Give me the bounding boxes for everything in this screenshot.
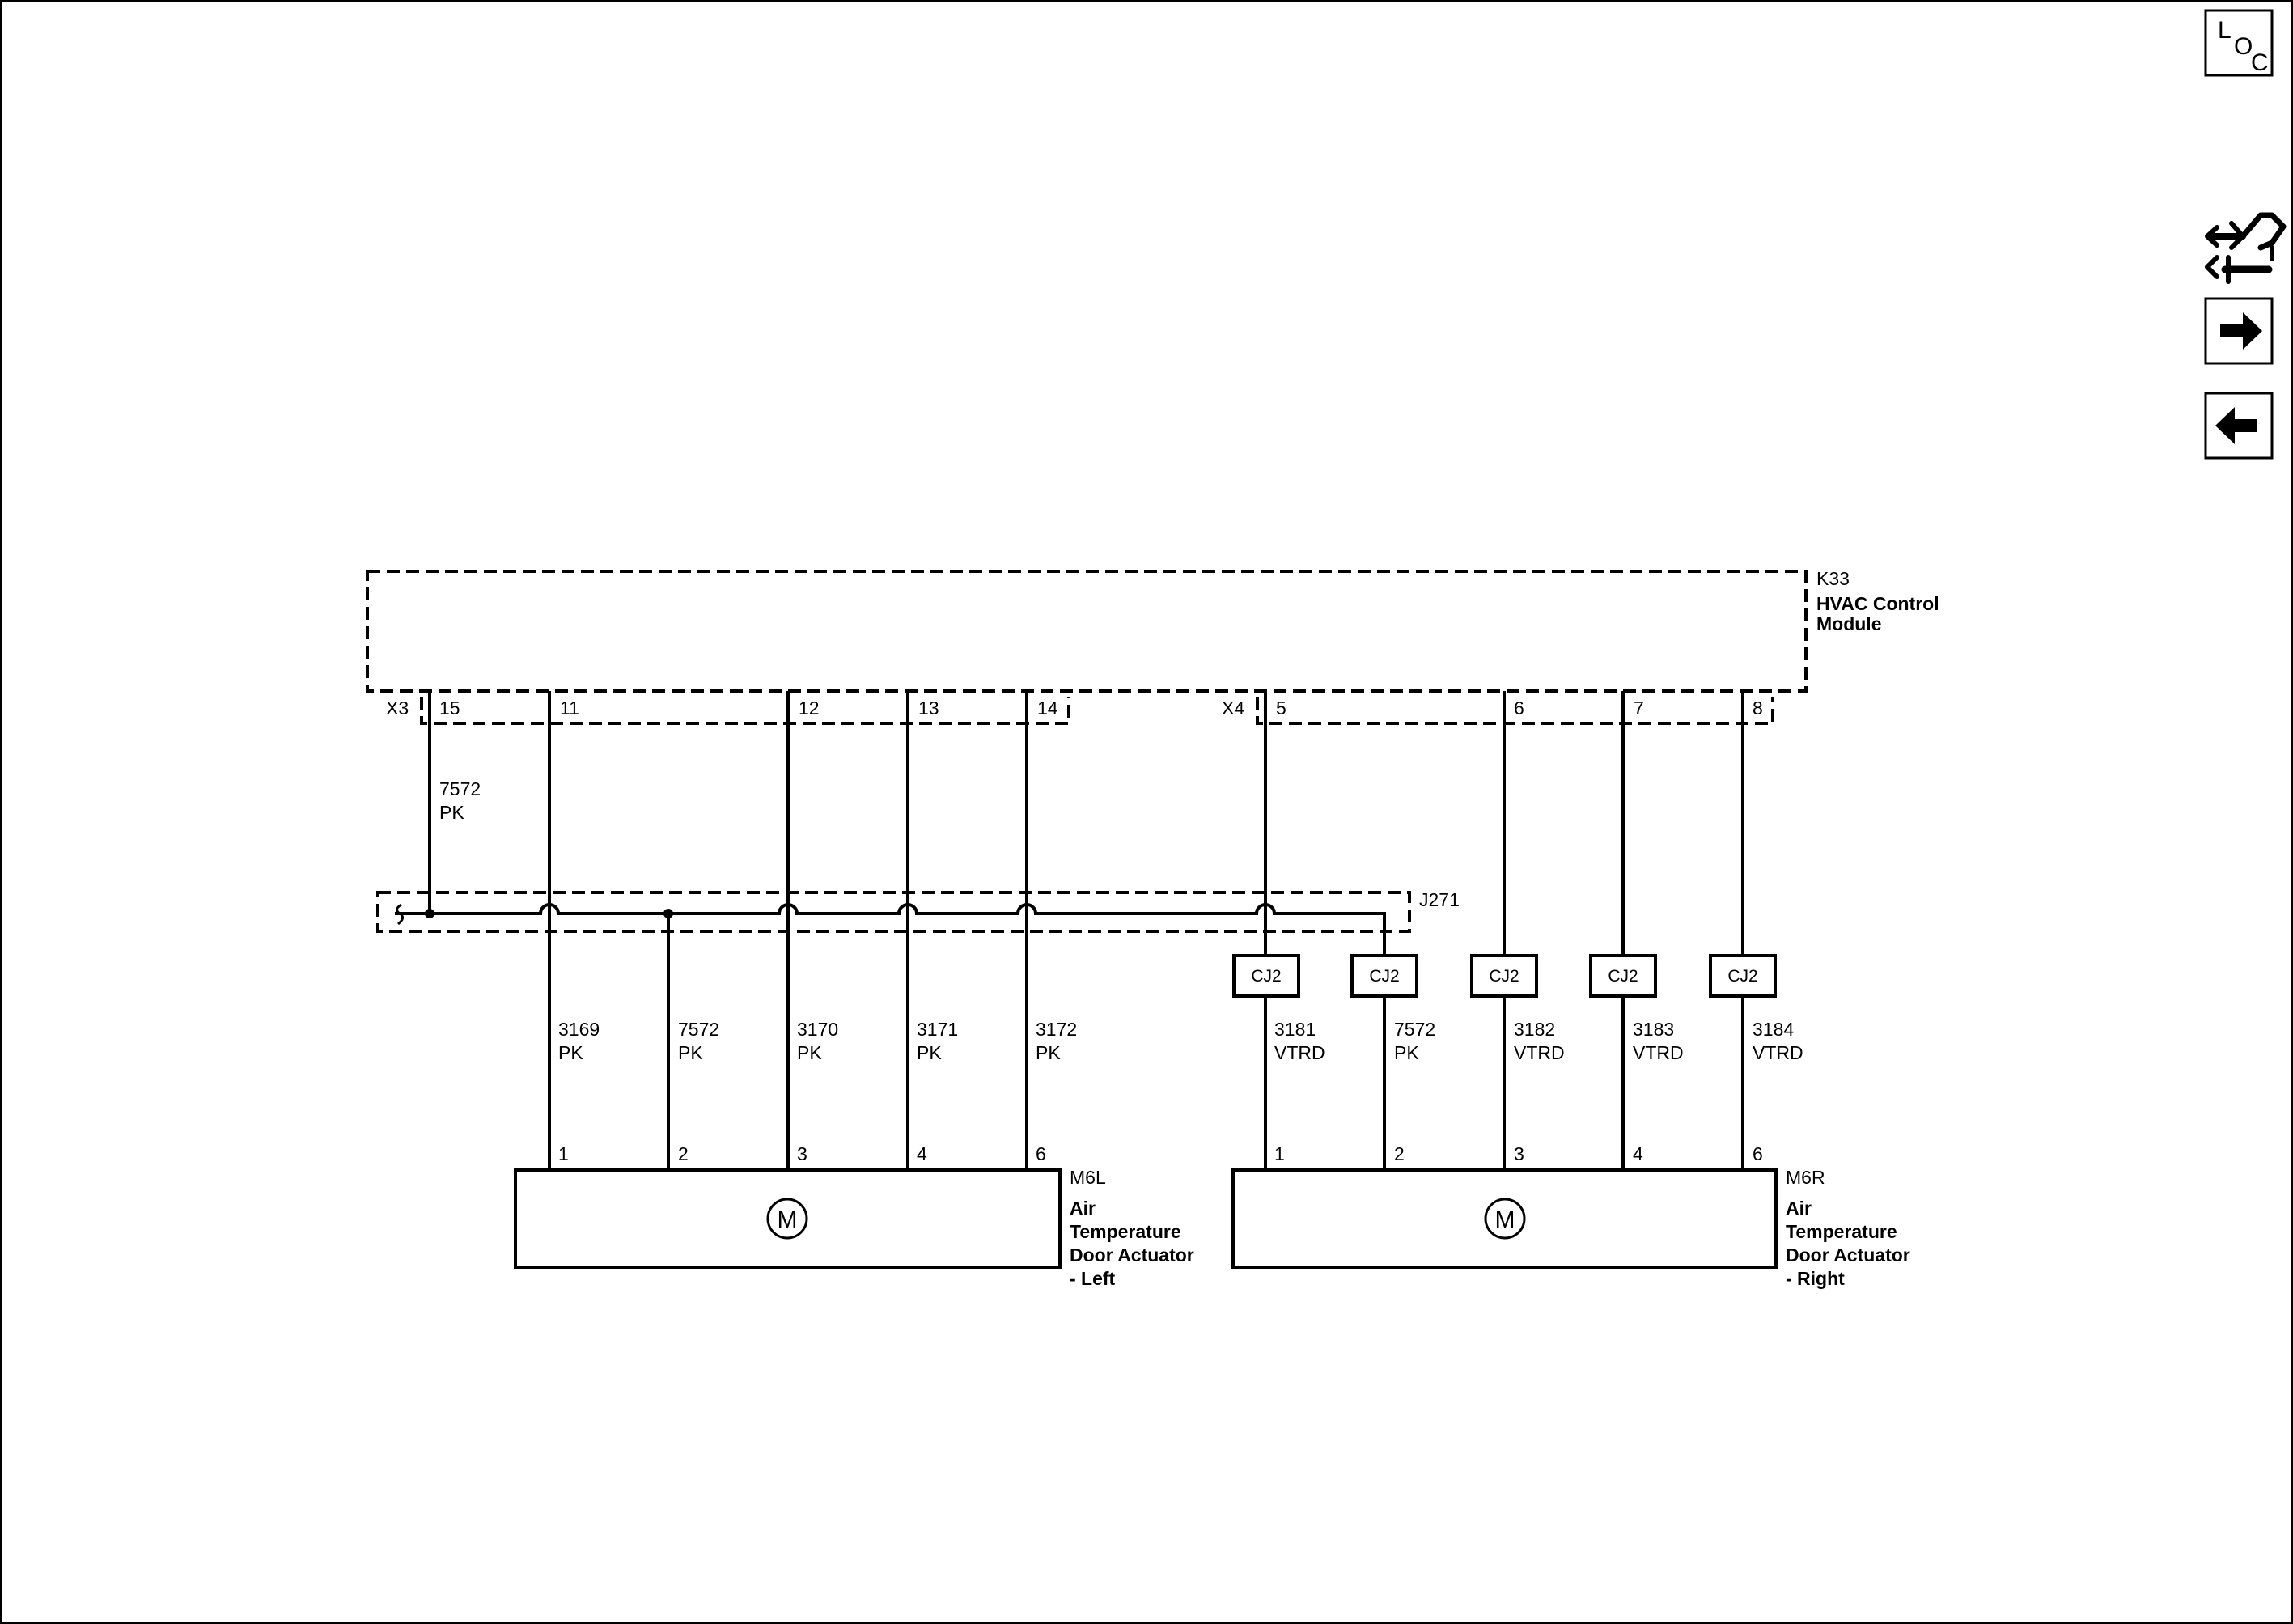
left-actuator-pin: 3 <box>797 1143 807 1164</box>
loc-letter-c: C <box>2251 49 2269 76</box>
wire-color: VTRD <box>1274 1042 1325 1063</box>
wire-circuit: 3170 <box>797 1019 838 1040</box>
left-motor-symbol <box>766 1198 808 1240</box>
right-actuator-pin: 6 <box>1753 1143 1763 1164</box>
wire-circuit: 3171 <box>917 1019 958 1040</box>
right-actuator-pin: 1 <box>1274 1143 1285 1164</box>
cj2-label: CJ2 <box>1489 967 1519 986</box>
splice-end-symbol <box>396 903 404 926</box>
wire-circuit: 3181 <box>1274 1019 1316 1040</box>
wire-circuit: 3182 <box>1514 1019 1555 1040</box>
right-actuator-name: - Right <box>1786 1268 1845 1289</box>
connector-x3-outline <box>420 697 1070 725</box>
wire-color: PK <box>678 1042 703 1063</box>
right-actuator-pin: 2 <box>1394 1143 1405 1164</box>
wire-color: PK <box>797 1042 822 1063</box>
splice-dot-feed <box>425 909 434 918</box>
inline-connectors: CJ2 CJ2 CJ2 CJ2 CJ2 <box>1232 954 1777 998</box>
hvac-control-module-box <box>366 570 1808 693</box>
x4-pin-8: 8 <box>1753 698 1763 719</box>
loc-button[interactable]: L O C <box>2204 9 2274 77</box>
cj2-connector <box>1589 954 1657 998</box>
right-actuator-name: Temperature <box>1786 1221 1897 1242</box>
splice-dot-left-7572 <box>663 909 673 918</box>
x4-pin-5: 5 <box>1276 698 1286 719</box>
next-arrow-icon <box>2220 312 2262 350</box>
x3-pin-11: 11 <box>560 698 579 719</box>
wiring-harness-button[interactable] <box>2205 212 2287 284</box>
x3-pin-15: 15 <box>439 698 460 719</box>
wire-color: VTRD <box>1514 1042 1565 1063</box>
wire-color: PK <box>1394 1042 1419 1063</box>
previous-page-button[interactable] <box>2204 392 2274 460</box>
feed-wire-circuit: 7572 <box>439 778 481 799</box>
left-actuator-pin: 1 <box>558 1143 569 1164</box>
right-actuator-ref: M6R <box>1786 1167 1825 1188</box>
wire-circuit: 7572 <box>1394 1019 1435 1040</box>
left-motor-letter: M <box>778 1206 798 1233</box>
wire-color: PK <box>1036 1042 1061 1063</box>
wiring-harness-icon <box>2205 212 2287 284</box>
previous-arrow-icon <box>2215 407 2257 444</box>
left-actuator-name: - Left <box>1070 1268 1116 1289</box>
feed-wire-color: PK <box>439 802 464 823</box>
x3-pin-13: 13 <box>918 698 939 719</box>
right-actuator-pin: 4 <box>1633 1143 1643 1164</box>
right-motor-letter: M <box>1495 1206 1515 1233</box>
cj2-connector <box>1232 954 1300 998</box>
x3-pin-12: 12 <box>799 698 820 719</box>
loc-letter-o: O <box>2234 33 2253 60</box>
left-actuator-pin: 4 <box>917 1143 927 1164</box>
next-page-button[interactable] <box>2204 297 2274 365</box>
wire-color: VTRD <box>1633 1042 1684 1063</box>
left-actuator-name: Temperature <box>1070 1221 1181 1242</box>
wire-circuit: 3172 <box>1036 1019 1077 1040</box>
wires <box>395 691 1744 1170</box>
right-actuator-name: Door Actuator <box>1786 1245 1910 1266</box>
wire-color: PK <box>917 1042 942 1063</box>
module-name-line1: HVAC Control <box>1816 593 1939 614</box>
loc-icon <box>2204 9 2274 77</box>
right-actuator-pin: 3 <box>1514 1143 1524 1164</box>
x4-pin-7: 7 <box>1634 698 1644 719</box>
wire-circuit: 3169 <box>558 1019 600 1040</box>
wire-circuit: 7572 <box>678 1019 719 1040</box>
module-ref: K33 <box>1816 568 1850 589</box>
x3-pin-14: 14 <box>1037 698 1058 719</box>
x4-pin-6: 6 <box>1514 698 1524 719</box>
connector-x4-outline <box>1256 697 1774 725</box>
connector-x3-label: X3 <box>386 698 409 719</box>
wire-circuit: 3184 <box>1753 1019 1794 1040</box>
loc-letter-l: L <box>2218 17 2232 44</box>
left-actuator-name: Air <box>1070 1198 1096 1219</box>
left-actuator-ref: M6L <box>1070 1167 1106 1188</box>
right-actuator-name: Air <box>1786 1198 1812 1219</box>
cj2-connector <box>1350 954 1418 998</box>
cj2-label: CJ2 <box>1369 967 1399 986</box>
splice-pack-box <box>376 891 1411 933</box>
left-actuator-name: Door Actuator <box>1070 1245 1194 1266</box>
splice-ref: J271 <box>1419 889 1460 910</box>
left-actuator-box <box>514 1168 1062 1269</box>
module-name-line2: Module <box>1816 613 1882 634</box>
wire-color: VTRD <box>1753 1042 1803 1063</box>
cj2-connector <box>1709 954 1777 998</box>
right-actuator-box <box>1231 1168 1778 1269</box>
right-motor-symbol <box>1484 1198 1526 1240</box>
connector-x4-label: X4 <box>1222 698 1244 719</box>
cj2-connector <box>1470 954 1538 998</box>
cj2-label: CJ2 <box>1727 967 1757 986</box>
cj2-label: CJ2 <box>1608 967 1638 986</box>
left-actuator-pin: 6 <box>1036 1143 1046 1164</box>
wire-color: PK <box>558 1042 583 1063</box>
wire-circuit: 3183 <box>1633 1019 1674 1040</box>
cj2-label: CJ2 <box>1251 967 1281 986</box>
left-actuator-pin: 2 <box>678 1143 689 1164</box>
